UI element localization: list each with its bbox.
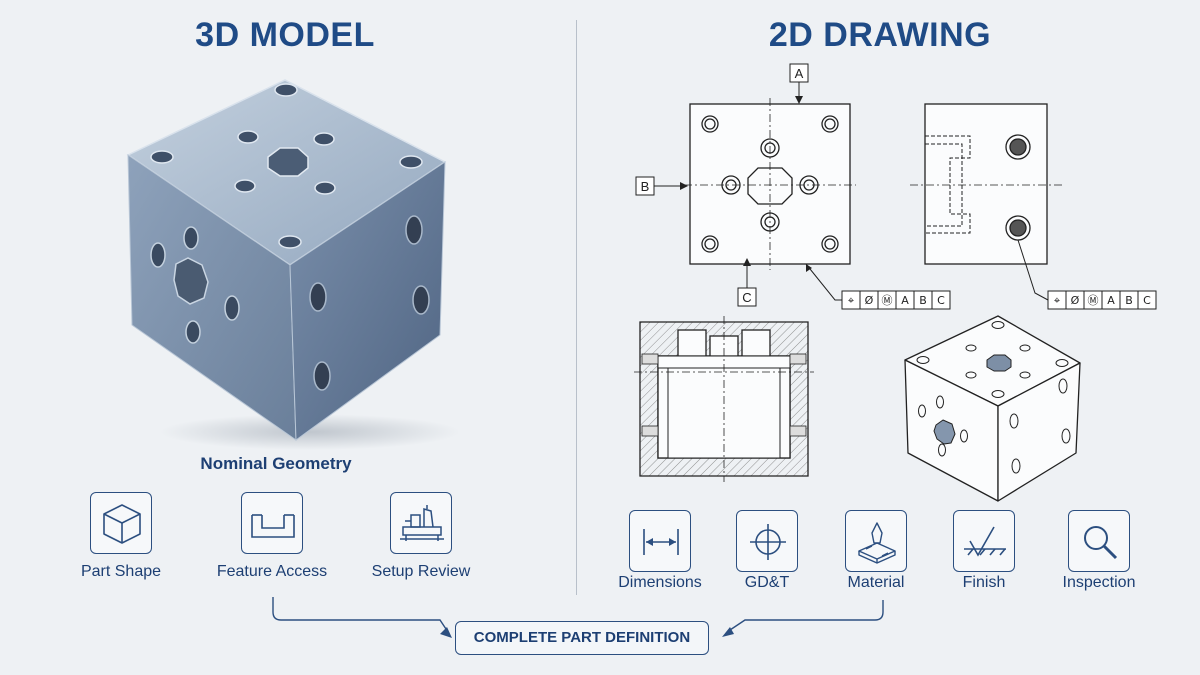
setup-review-icon-box [390, 492, 452, 554]
fcf-1-datum-c: C [937, 294, 945, 307]
complete-part-definition: COMPLETE PART DEFINITION [455, 621, 709, 655]
dimension-icon [643, 529, 679, 555]
fcf-1-datum-a: A [901, 294, 909, 307]
material-icon [858, 522, 896, 564]
fcf-2-position-symbol: ⌖ [1054, 294, 1060, 307]
datum-c-label: C [742, 290, 751, 305]
top-face-holes [150, 83, 423, 249]
datum-c: C [737, 258, 757, 307]
inspection-icon-box [1068, 510, 1130, 572]
fcf-2-modifier: Ⓜ [1088, 294, 1099, 307]
setup-review-label: Setup Review [371, 563, 471, 580]
fcf-1-position-symbol: ⌖ [848, 294, 854, 307]
feature-control-frame-2: ⌖ Ø Ⓜ A B C [1047, 290, 1157, 310]
fcf-2-diameter: Ø [1071, 294, 1080, 307]
fcf-1-modifier: Ⓜ [882, 294, 893, 307]
model-shadow [160, 414, 460, 450]
front-view [684, 98, 856, 270]
part-shape-icon-box [90, 492, 152, 554]
model-caption: Nominal Geometry [200, 454, 352, 473]
gdt-icon-box [736, 510, 798, 572]
finish-icon-box [953, 510, 1015, 572]
side-view [910, 103, 1062, 265]
right-face-holes [309, 215, 430, 391]
datum-a: A [789, 63, 809, 104]
fcf-1-leader [805, 263, 842, 301]
feature-access-label: Feature Access [216, 563, 328, 580]
fcf-2-leader [1017, 239, 1049, 301]
left-hex-pocket [173, 257, 209, 305]
center-divider [576, 20, 577, 595]
magnifier-icon [1084, 526, 1118, 560]
left-connector [272, 597, 449, 633]
material-icon-box [845, 510, 907, 572]
isometric-view [904, 315, 1081, 502]
title-3d-model: 3D MODEL [195, 16, 375, 54]
material-label: Material [847, 574, 905, 591]
section-view [634, 316, 814, 482]
fcf-1-diameter: Ø [865, 294, 874, 307]
left-face-holes [150, 226, 240, 344]
datum-b-label: B [641, 179, 650, 194]
3d-block-model [126, 79, 460, 450]
right-arrowhead [722, 627, 734, 637]
fcf-2-datum-b: B [1125, 294, 1133, 307]
gdt-label: GD&T [744, 574, 790, 591]
fcf-2-datum-c: C [1143, 294, 1151, 307]
datum-b: B [635, 176, 688, 196]
inspection-label: Inspection [1062, 574, 1136, 591]
fcf-2-datum-a: A [1107, 294, 1115, 307]
finish-label: Finish [962, 574, 1006, 591]
part-shape-label: Part Shape [80, 563, 162, 580]
fcf-1-datum-b: B [919, 294, 927, 307]
surface-finish-icon [964, 526, 1006, 557]
feature-access-icon-box [241, 492, 303, 554]
feature-control-frame-1: ⌖ Ø Ⓜ A B C [841, 290, 951, 310]
fixture-icon [400, 505, 444, 541]
2d-engineering-drawing: A B C ⌖ Ø Ⓜ [634, 63, 1157, 502]
cube-icon [103, 504, 141, 544]
crosshair-icon [750, 524, 786, 560]
title-2d-drawing: 2D DRAWING [768, 16, 992, 54]
datum-a-label: A [795, 66, 804, 81]
right-connector [726, 600, 884, 633]
channel-icon [251, 514, 295, 538]
dimensions-label: Dimensions [618, 574, 702, 591]
top-hex-pocket [267, 147, 309, 177]
dimensions-icon-box [629, 510, 691, 572]
left-arrowhead [440, 627, 452, 638]
